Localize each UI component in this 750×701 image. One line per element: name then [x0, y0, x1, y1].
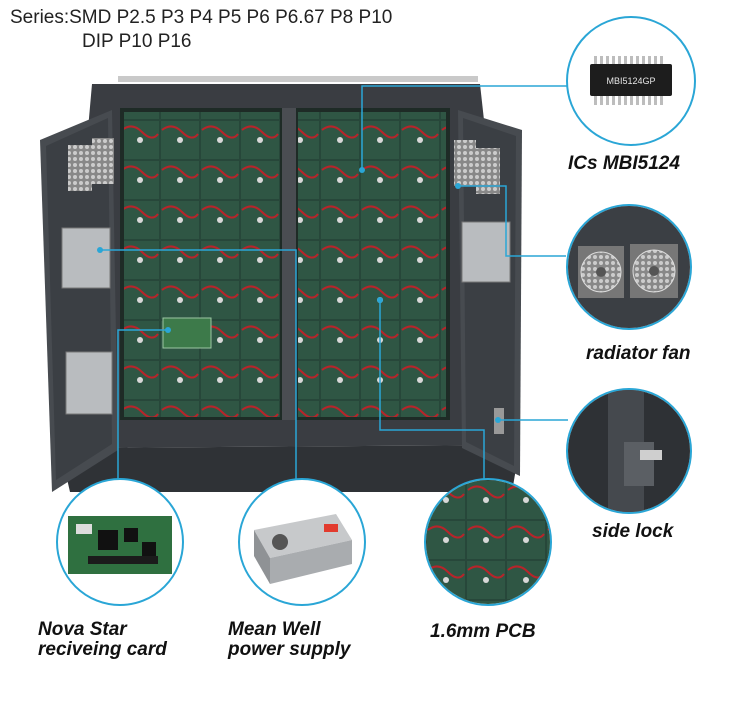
side-lock-icon	[568, 390, 690, 512]
psu-callout-circle	[238, 478, 366, 606]
psu-label-line2: power supply	[228, 639, 351, 660]
receiving-card-mounted	[162, 317, 212, 349]
right-fan-2	[476, 148, 500, 194]
left-fan-2	[92, 138, 114, 184]
pcb-icon	[426, 480, 550, 604]
led-modules-left	[124, 112, 280, 417]
callout-dots	[97, 167, 501, 423]
pcb-callout-circle	[424, 478, 552, 606]
left-psu-1	[61, 227, 111, 289]
fan-label: radiator fan	[586, 343, 691, 364]
series-line-dip: DIP P10 P16	[82, 31, 192, 52]
left-door	[40, 110, 118, 492]
fan-icon	[568, 206, 690, 328]
right-fan-1	[454, 140, 476, 186]
series-line-smd: Series:SMD P2.5 P3 P4 P5 P6 P6.67 P8 P10	[10, 7, 393, 28]
lock-label: side lock	[592, 521, 674, 542]
chip-marking: MBI5124GP	[606, 76, 655, 86]
right-psu	[461, 221, 511, 283]
top-rail	[118, 76, 478, 82]
lock-callout-circle	[566, 388, 692, 514]
left-fan-1	[68, 145, 92, 191]
psu-label-line1: Mean Well	[228, 619, 321, 640]
ic-callout-circle: MBI5124GP	[566, 16, 696, 146]
callout-lines	[100, 85, 568, 508]
led-modules-right	[298, 112, 446, 417]
card-callout-circle	[56, 478, 184, 606]
ic-label: ICs MBI5124	[568, 153, 680, 174]
left-psu-2	[65, 351, 113, 415]
power-supply-icon	[254, 514, 352, 584]
receiving-card-icon	[68, 516, 172, 574]
card-label-line2: reciveing card	[38, 639, 167, 660]
center-divider	[282, 108, 296, 420]
card-label-line1: Nova Star	[38, 619, 127, 640]
cabinet-body	[60, 84, 520, 492]
right-door	[454, 110, 522, 476]
pcb-label: 1.6mm PCB	[430, 621, 536, 642]
fan-callout-circle	[566, 204, 692, 330]
series-list: Series:SMD P2.5 P3 P4 P5 P6 P6.67 P8 P10…	[10, 6, 392, 54]
ic-chip-icon: MBI5124GP	[590, 56, 672, 105]
